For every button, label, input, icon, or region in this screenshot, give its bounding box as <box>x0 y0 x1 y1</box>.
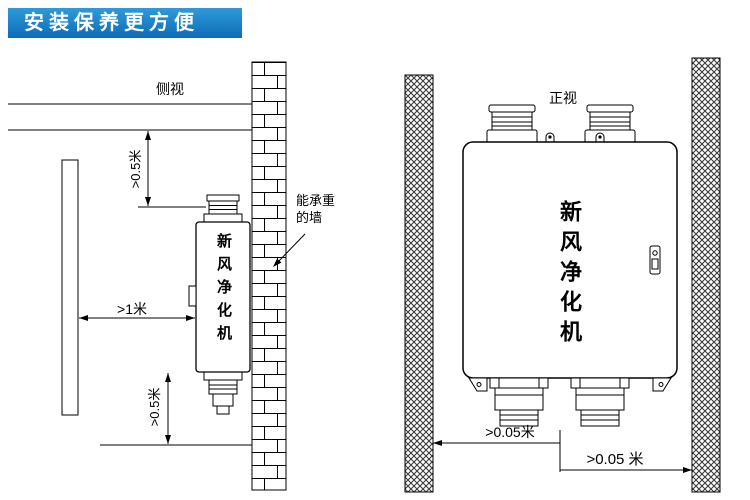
right-wall <box>691 57 721 493</box>
dimension-side-clearance <box>79 315 195 321</box>
left-wall <box>404 74 434 493</box>
side-view-title: 侧视 <box>156 81 184 97</box>
dimension-bottom-clearance <box>100 373 252 446</box>
unit-label-side: 新风净化机 <box>215 233 232 348</box>
power-switch <box>649 245 661 275</box>
unit-front-view <box>462 104 678 427</box>
banner-title: 安装保养更方便 <box>24 12 199 34</box>
front-view-diagram <box>404 57 721 493</box>
unit-label-front: 新风净化机 <box>557 200 582 350</box>
right-gap-label: >0.05 米 <box>586 451 644 468</box>
front-view-title: 正视 <box>549 90 577 106</box>
dimension-right-gap <box>560 467 692 473</box>
brick-wall <box>251 61 287 491</box>
side-clearance-label: >1米 <box>117 301 147 317</box>
bottom-clearance-label: >0.5米 <box>147 387 162 427</box>
dimension-left-gap <box>433 430 561 472</box>
top-clearance-label: >0.5米 <box>128 149 143 189</box>
dimension-top-clearance <box>138 131 206 208</box>
left-gap-label: >0.05米 <box>485 424 535 440</box>
side-view-diagram <box>8 61 306 491</box>
wall-note-line1: 能承重 <box>296 193 336 208</box>
load-bearing-wall-note: 能承重 的墙 <box>296 192 335 226</box>
header-banner: 安装保养更方便 <box>8 8 242 38</box>
wall-note-leader <box>273 233 306 267</box>
partition-bar <box>61 159 79 416</box>
wall-note-line2: 的墙 <box>296 210 323 225</box>
unit-side-view <box>188 194 251 415</box>
